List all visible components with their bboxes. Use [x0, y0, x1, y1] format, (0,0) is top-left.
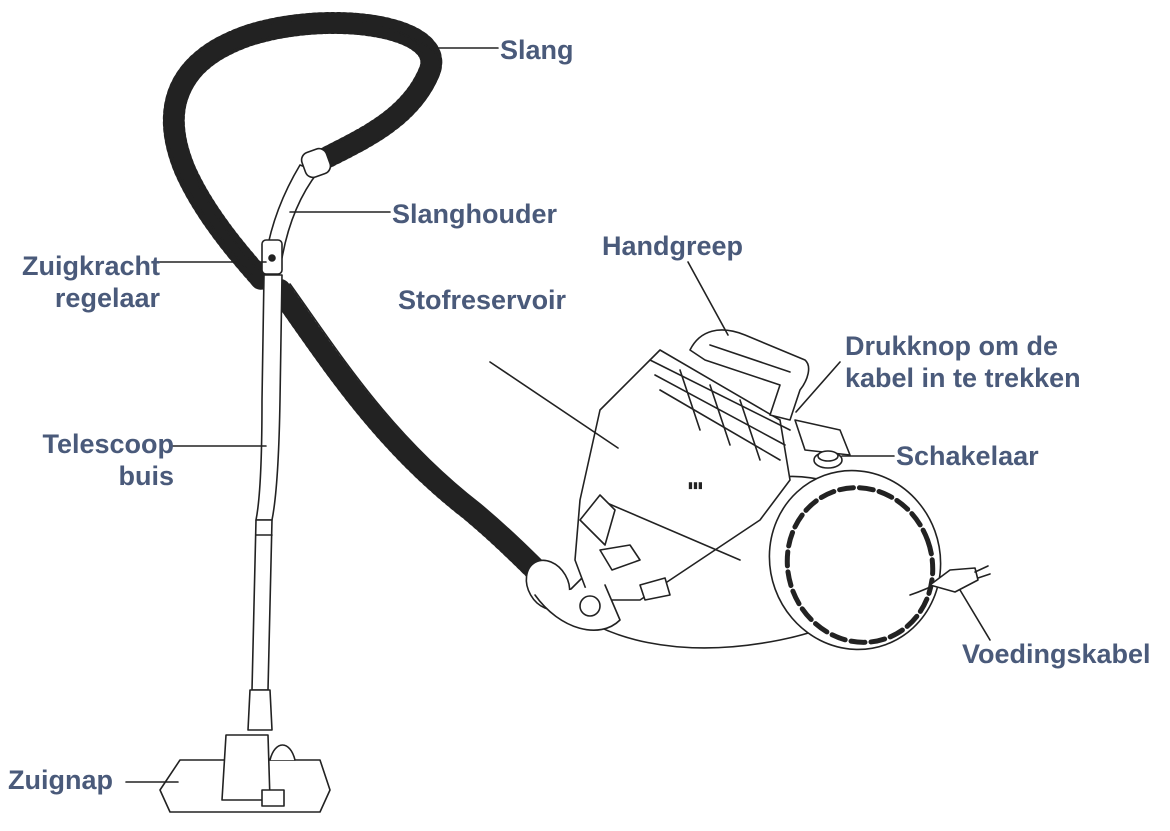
label-schakelaar-text: Schakelaar	[896, 441, 1039, 471]
label-voedingskabel: Voedingskabel	[962, 638, 1151, 670]
svg-text:▮▮▮: ▮▮▮	[688, 480, 703, 490]
leader-handgreep	[687, 261, 729, 336]
label-zuigkracht-regelaar: Zuigkracht regelaar	[6, 250, 160, 314]
leader-drukknop	[795, 361, 841, 413]
label-drukknop-line1: Drukknop om de	[845, 331, 1059, 361]
label-telescoop-buis: Telescoop buis	[24, 428, 174, 492]
label-stofreservoir: Stofreservoir	[398, 284, 566, 316]
label-telescoop-line2: buis	[118, 461, 174, 491]
label-handgreep-text: Handgreep	[602, 231, 744, 261]
leader-lines	[125, 47, 991, 783]
label-handgreep: Handgreep	[602, 230, 743, 262]
leader-voedingskabel	[959, 589, 991, 641]
label-slang: Slang	[500, 34, 574, 66]
label-zuigkracht-line2: regelaar	[54, 283, 160, 313]
floor-nozzle	[159, 734, 331, 813]
label-zuignap: Zuignap	[8, 764, 113, 796]
label-slang-text: Slang	[500, 35, 574, 65]
label-drukknop-line2: kabel in te trekken	[845, 363, 1081, 393]
label-schakelaar: Schakelaar	[896, 440, 1039, 472]
label-slanghouder-text: Slanghouder	[392, 199, 558, 229]
label-slanghouder: Slanghouder	[392, 198, 557, 230]
label-telescoop-line1: Telescoop	[42, 429, 174, 459]
telescopic-tube	[247, 274, 283, 731]
hose	[162, 11, 556, 591]
label-voedingskabel-text: Voedingskabel	[962, 639, 1151, 669]
label-zuigkracht-line1: Zuigkracht	[21, 251, 160, 281]
label-zuignap-text: Zuignap	[8, 765, 113, 795]
power-cord	[909, 565, 991, 596]
leader-stofreservoir	[489, 361, 619, 449]
vacuum-body: ▮▮▮	[525, 329, 942, 651]
label-stofreservoir-text: Stofreservoir	[398, 285, 567, 315]
label-drukknop: Drukknop om de kabel in te trekken	[845, 330, 1081, 394]
hose-holder	[261, 147, 332, 275]
